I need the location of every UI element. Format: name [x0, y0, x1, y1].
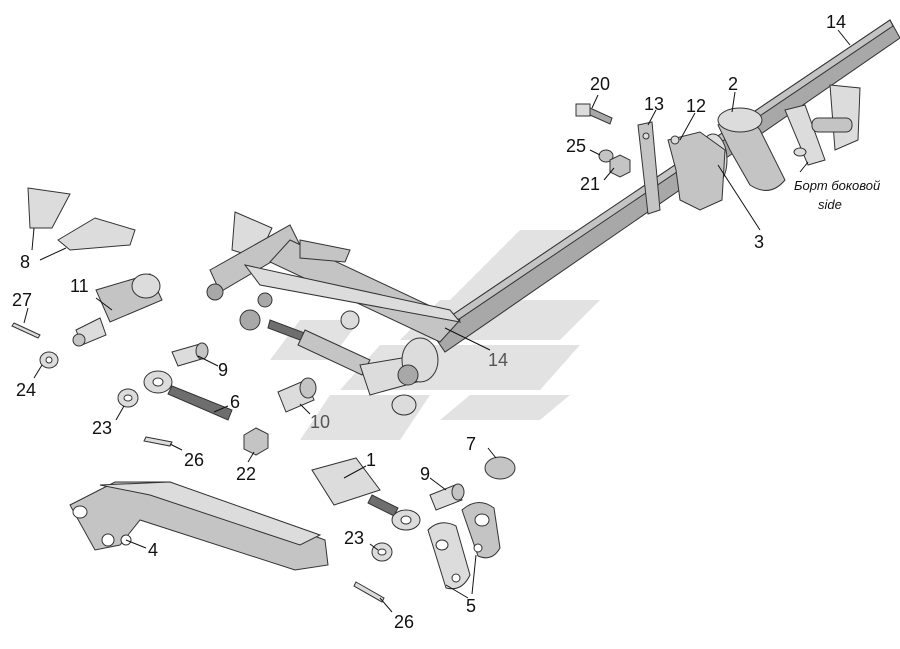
pin-part-9-lower: [429, 483, 465, 511]
bracket-part-12: [667, 131, 726, 211]
cotter-pin-part-27: [11, 322, 41, 339]
callout-13: 13: [644, 94, 664, 114]
washer-part-23-lower: [371, 542, 393, 562]
callout-20: 20: [590, 74, 610, 94]
side-note-line2: side: [818, 197, 842, 212]
bolt-part-20: [575, 103, 613, 125]
callout-2: 2: [728, 74, 738, 94]
callout-8: 8: [20, 252, 30, 272]
callout-7: 7: [466, 434, 476, 454]
pin-part-11: [72, 273, 163, 347]
callout-5: 5: [466, 596, 476, 616]
side-note-line1: Борт боковой: [794, 178, 880, 193]
callout-26-lower: 26: [394, 612, 414, 632]
callout-24: 24: [16, 380, 36, 400]
callout-26-upper: 26: [184, 450, 204, 470]
callout-10: 10: [310, 412, 330, 432]
lever-part-4: [69, 481, 329, 571]
callout-21: 21: [580, 174, 600, 194]
washer-part-25: [598, 149, 614, 163]
callout-1: 1: [366, 450, 376, 470]
callout-23-upper: 23: [92, 418, 112, 438]
cotter-pin-part-26-lower: [353, 581, 385, 603]
leader-lines: [23, 29, 851, 613]
plate-part-5: [427, 502, 501, 590]
turnbuckle-assembly: [267, 319, 439, 416]
callout-3: 3: [754, 232, 764, 252]
disc-part-7: [484, 456, 516, 480]
callout-22: 22: [236, 464, 256, 484]
callout-25: 25: [566, 136, 586, 156]
callout-14-middle: 14: [488, 350, 508, 370]
nut-part-21: [609, 154, 631, 178]
washer-part-23-upper: [117, 388, 139, 408]
callout-4: 4: [148, 540, 158, 560]
pin-part-10: [277, 377, 317, 413]
upper-lever-frame: [206, 211, 462, 343]
washer-part-24: [39, 351, 59, 369]
callout-27: 27: [12, 290, 32, 310]
strap-part-13: [637, 121, 661, 215]
callout-9-lower: 9: [420, 464, 430, 484]
callout-9-upper: 9: [218, 360, 228, 380]
callout-12: 12: [686, 96, 706, 116]
callout-6: 6: [230, 392, 240, 412]
rod-end-part-1: [311, 457, 421, 531]
pad-part-8: [27, 187, 136, 251]
nut-part-22: [243, 427, 269, 456]
clamp-part-2: [717, 107, 786, 191]
pin-part-9-upper: [171, 342, 209, 367]
callout-14-top: 14: [826, 12, 846, 32]
callout-23-lower: 23: [344, 528, 364, 548]
side-mount-bracket: [784, 84, 861, 166]
cotter-pin-part-26-upper: [143, 436, 173, 447]
callout-11: 11: [70, 276, 89, 296]
